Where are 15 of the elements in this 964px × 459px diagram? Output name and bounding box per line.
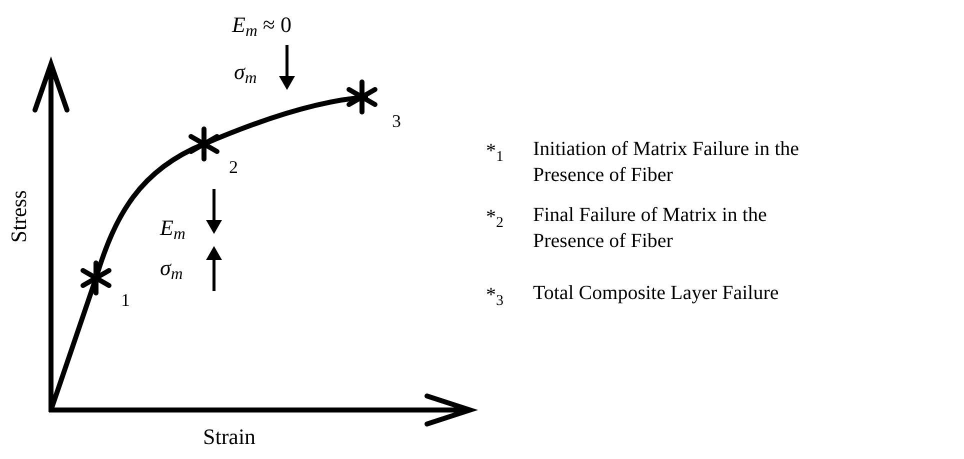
legend-text: Initiation of Matrix Failure in the Presence of Fiber <box>533 137 800 188</box>
point-key: *$_{3}$ <box>486 280 504 310</box>
point-number: 1 <box>121 289 130 312</box>
modulus-label: E$_{m}$ <box>160 214 186 244</box>
axis-title: Strain <box>203 423 256 451</box>
legend-text: Total Composite Layer Failure <box>533 281 780 306</box>
point-number: 3 <box>392 110 401 133</box>
point-number: 2 <box>229 156 238 179</box>
point-key: *$_{2}$ <box>486 202 504 232</box>
stress-symbol: σ$_{m}$ <box>160 254 183 284</box>
modulus-label: E$_{m}$ ≈ 0 <box>232 11 292 41</box>
stress-symbol: σ$_{m}$ <box>234 58 257 88</box>
point-key: *$_{1}$ <box>486 136 504 166</box>
legend-text: Final Failure of Matrix in the Presence of Fiber <box>533 203 768 254</box>
axis-title: Stress <box>4 190 32 243</box>
